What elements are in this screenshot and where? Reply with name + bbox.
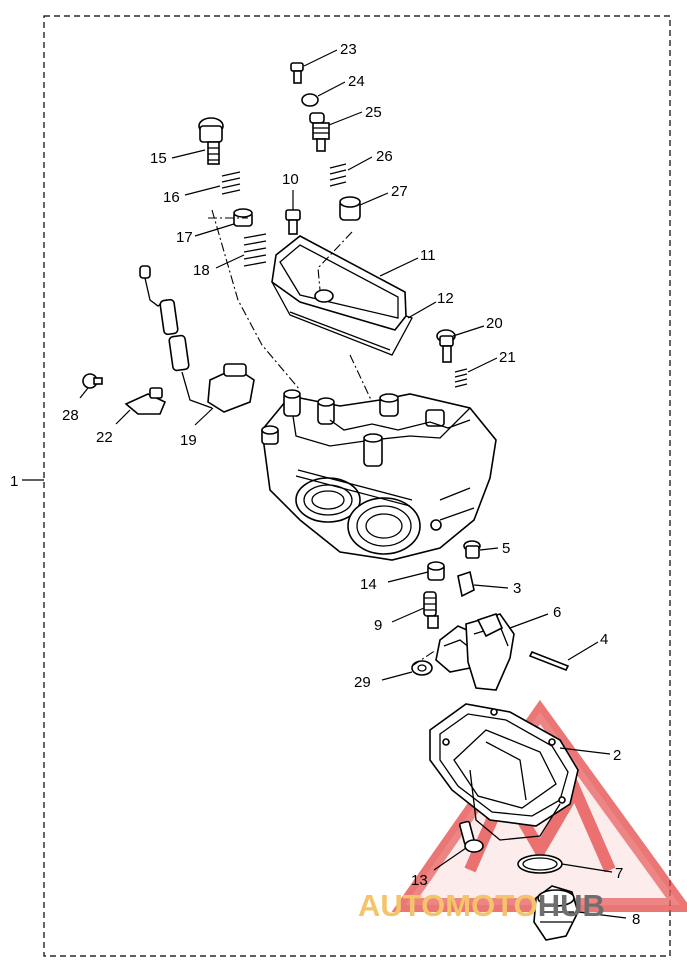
part-17 (194, 208, 253, 237)
callout-3: 3 (513, 580, 521, 597)
callout-22: 22 (96, 429, 113, 446)
callout-27: 27 (391, 183, 408, 200)
callout-26: 26 (376, 148, 393, 165)
callout-9: 9 (374, 617, 382, 634)
part-6-float (435, 613, 549, 691)
part-13 (433, 820, 484, 871)
part-2-float-bowl (429, 703, 611, 841)
part-15 (171, 117, 224, 165)
part-11-cover (271, 235, 419, 331)
label-assembly-1: 1 (10, 473, 18, 490)
part-28 (79, 373, 103, 399)
part-23 (290, 49, 338, 84)
callout-8: 8 (632, 911, 640, 928)
callout-13: 13 (411, 872, 428, 889)
part-20 (436, 325, 485, 363)
part-8-drain-plug (533, 885, 627, 941)
callout-5: 5 (502, 540, 510, 557)
callout-19: 19 (180, 432, 197, 449)
watermark-part1: AUTOMOTO (358, 888, 538, 923)
part-29 (381, 660, 433, 681)
part-19 (139, 265, 255, 426)
part-25 (309, 111, 363, 152)
part-10 (285, 190, 301, 235)
watermark-text: AUTOMOTOHUB (358, 888, 605, 923)
callout-21: 21 (499, 349, 516, 366)
part-5 (463, 540, 499, 559)
part-26 (329, 156, 373, 187)
callout-18: 18 (193, 262, 210, 279)
part-21 (454, 357, 498, 388)
part-9 (391, 591, 439, 629)
callout-12: 12 (437, 290, 454, 307)
part-7-o-ring (517, 854, 613, 874)
callout-29: 29 (354, 674, 371, 691)
callout-28: 28 (62, 407, 79, 424)
watermark-part2: HUB (538, 888, 605, 923)
callout-7: 7 (615, 865, 623, 882)
part-3 (457, 570, 509, 598)
callout-4: 4 (600, 631, 608, 648)
callout-2: 2 (613, 747, 621, 764)
callout-11: 11 (420, 247, 436, 264)
callout-20: 20 (486, 315, 503, 332)
part-27 (339, 192, 389, 221)
callout-10: 10 (282, 171, 299, 188)
carburetor-body (261, 389, 497, 561)
part-16 (184, 171, 241, 196)
part-18 (215, 233, 267, 269)
part-14 (387, 561, 445, 583)
part-24 (301, 81, 346, 107)
assembly-frame (43, 15, 671, 957)
callout-17: 17 (176, 229, 193, 246)
callout-23: 23 (340, 41, 357, 58)
callout-14: 14 (360, 576, 377, 593)
callout-16: 16 (163, 189, 180, 206)
part-22 (115, 387, 167, 425)
part-4-pin (528, 641, 599, 672)
callout-15: 15 (150, 150, 167, 167)
callout-25: 25 (365, 104, 382, 121)
callout-24: 24 (348, 73, 365, 90)
part-12-gasket (271, 281, 437, 356)
callout-6: 6 (553, 604, 561, 621)
